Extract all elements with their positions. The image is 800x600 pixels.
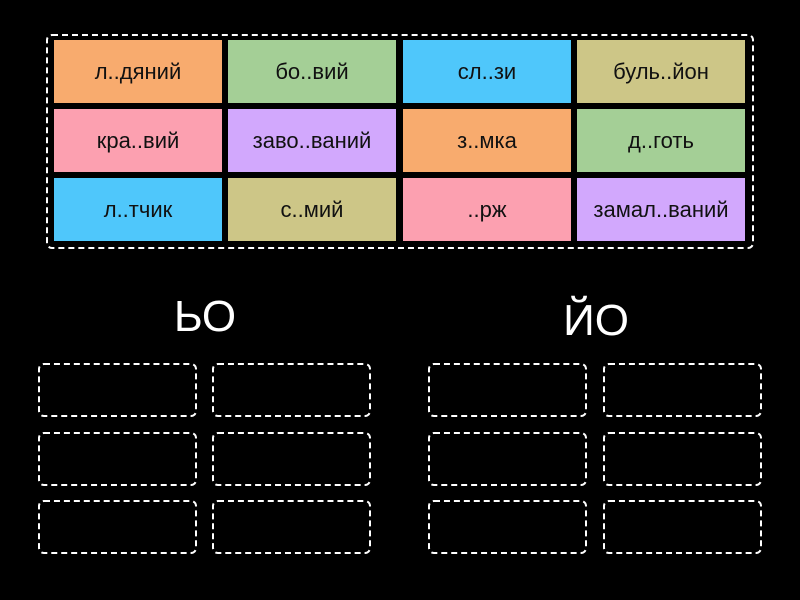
word-tile[interactable]: д..готь [577, 109, 745, 172]
word-tile[interactable]: з..мка [403, 109, 571, 172]
drop-slot-soft-sign-o[interactable] [38, 363, 197, 417]
drop-slot-yo[interactable] [428, 363, 587, 417]
drop-slot-yo[interactable] [603, 500, 762, 554]
drop-slot-yo[interactable] [428, 432, 587, 486]
word-tile[interactable]: л..дяний [54, 40, 222, 103]
word-tile[interactable]: буль..йон [577, 40, 745, 103]
drop-slot-yo[interactable] [603, 363, 762, 417]
group-heading-soft-sign-o: ЬО [173, 292, 237, 341]
word-tile[interactable]: заво..ваний [228, 109, 396, 172]
drop-slot-soft-sign-o[interactable] [212, 500, 371, 554]
word-pool [46, 34, 754, 249]
word-tile[interactable]: л..тчик [54, 178, 222, 241]
drop-slot-yo[interactable] [603, 432, 762, 486]
drop-slot-soft-sign-o[interactable] [38, 432, 197, 486]
group-heading-yo: ЙО [563, 296, 629, 345]
drop-slot-soft-sign-o[interactable] [212, 432, 371, 486]
word-tile[interactable]: замал..ваний [577, 178, 745, 241]
word-tile[interactable]: сл..зи [403, 40, 571, 103]
drop-slot-yo[interactable] [428, 500, 587, 554]
word-tile[interactable]: кра..вий [54, 109, 222, 172]
word-tile[interactable]: с..мий [228, 178, 396, 241]
drop-slot-soft-sign-o[interactable] [38, 500, 197, 554]
word-tile[interactable]: ..рж [403, 178, 571, 241]
word-tile[interactable]: бо..вий [228, 40, 396, 103]
drop-slot-soft-sign-o[interactable] [212, 363, 371, 417]
